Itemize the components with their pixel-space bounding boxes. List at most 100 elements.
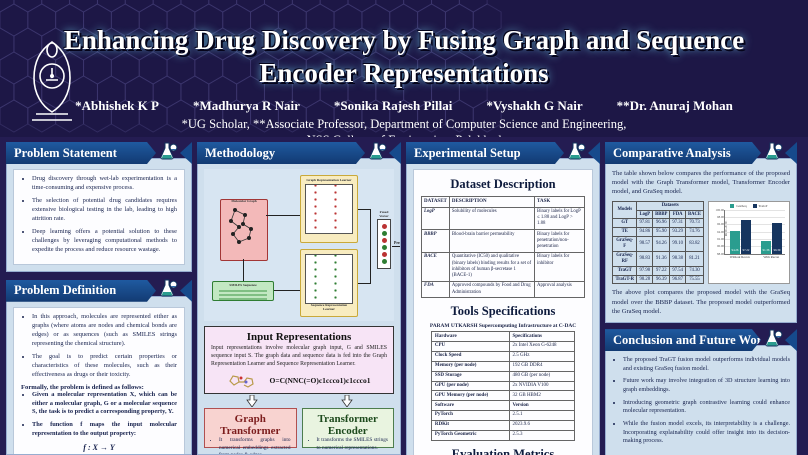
college-logo [26,36,78,129]
bullet-item: Drug discovery through wet-lab experimen… [32,175,177,193]
graph-transformer-bullets: It transforms graphs into numerical embe… [210,437,291,454]
problem-statement-card: Drug discovery through wet-lab experimen… [13,169,185,265]
chart-bar: 94.26 [730,230,740,254]
table-cell: 74.30 [684,265,705,276]
table-cell: LogP [421,206,450,231]
chart-y-axis-label: ROC-AUC [724,220,728,236]
y-tick-label: 96.00 [717,222,724,227]
bullet-item: Deep learning offers a potential solutio… [32,228,177,255]
input-representations-text: Input representations involve molecular … [211,345,387,367]
problem-statement-bullets: Drug discovery through wet-lab experimen… [21,175,177,255]
legend-label: TraGT [758,203,768,208]
section-header-problem-statement: Problem Statement [6,142,192,164]
gridline [725,238,785,240]
affiliation: *UG Scholar, **Associate Professor, Depa… [0,117,808,137]
table-cell: 32 GB HBM2 [508,390,576,402]
evaluation-metrics-title: Evaluation Metrics [451,446,555,455]
encoder-description-row: Graph Transformer It transforms graphs i… [204,408,394,454]
connector-line [266,215,300,216]
fused-dot [381,231,387,237]
bar-value-label: 91.36 [762,247,770,252]
table-cell: Clock Speed [430,351,510,362]
section-title: Comparative Analysis [605,142,761,164]
ribbon-arrow-icon [180,142,192,164]
fused-representation-box: Fused Vector [376,210,392,270]
bullet-item: While the fusion model excels, its inter… [623,420,790,446]
poster-title: Enhancing Drug Discovery by Fusing Graph… [0,0,808,90]
table-cell: SSD Storage [430,370,510,382]
graph-encoder-box: Graph Representation Learner [300,175,358,243]
bullet-item: Introducing geometric graph contrastive … [623,399,790,416]
problem-definition-panel: In this approach, molecules are represen… [6,295,192,455]
table-cell: 97.98 [636,265,654,276]
table-cell: 98.83 [636,250,654,267]
table-cell: Binary labels for inhibitor [534,251,585,282]
bullet-item: The proposed TraGT fusion model outperfo… [623,356,790,373]
graph-transformer-box: Graph Transformer It transforms graphs i… [204,408,297,454]
table-cell: PyTorch [430,410,510,421]
column-group-header: Datasets [636,200,704,211]
ribbon-arrow-icon [785,329,797,352]
table-cell: TraGT-R [611,274,638,285]
column-header: Specifications [508,331,576,343]
connector-line [358,283,370,284]
table-cell: 98.57 [636,236,654,252]
connector-line [392,246,400,247]
table-row: GPU Memory (per node)32 GB HBM2 [430,390,576,402]
table-cell: 192 GB DDR4 [508,360,576,372]
column-header: DESCRIPTION [448,196,536,208]
column-problem: Problem Statement Drug discovery through… [6,142,192,455]
column-methodology: Methodology Molecular Graph [197,142,401,455]
affiliation-line1: *UG Scholar, **Associate Professor, Depa… [181,116,627,131]
gridline [725,246,785,247]
author: *Madhurya R Nair [192,97,300,113]
ribbon-arrow-icon [785,142,797,164]
section-header-methodology: Methodology [197,142,401,164]
table-cell: 2023.9.6 [508,419,576,431]
transformer-encoder-title: Transformer Encoder [317,413,378,438]
problem-definition-bullets: In this approach, molecules are represen… [21,313,177,380]
table-cell: 2.5 GHz [508,351,576,362]
fused-dot [381,252,387,258]
problem-definition-card: In this approach, molecules are represen… [13,306,185,454]
comparative-analysis-panel: The table shown below compares the perfo… [605,158,797,324]
table-cell: GT [611,218,638,229]
legend-swatch [730,203,735,208]
bullet-item: The goal is to predict certain propertie… [32,353,177,380]
connector-line [274,290,300,291]
table-cell: 95.90 [652,227,671,238]
flask-icon [158,278,178,303]
fused-dot [381,259,387,265]
formal-definition-bullets: Given a molecular representation X, whic… [21,391,177,440]
sequence-encoding-dots [305,254,353,304]
section-header-experimental-setup: Experimental Setup [406,142,600,164]
x-category-label: With Recon [763,254,780,259]
row-group-header: Models [611,200,638,220]
legend-item: TraGT [752,203,768,208]
table-cell: BBBP [421,229,450,253]
tools-specifications-title: Tools Specifications [450,304,556,319]
chart-bar: 97.22 [741,219,751,254]
table-cell: 94.26 [652,236,671,252]
table-cell: Approved compounds by Food and Drug Admi… [448,280,536,299]
hexagon-pattern-background [0,0,502,133]
table-cell: GraSeq-F [611,236,638,252]
chart-bar: 91.36 [761,241,771,254]
molecule-structure-image [229,375,255,389]
problem-statement-panel: Drug discovery through wet-lab experimen… [6,158,192,272]
gridline [725,231,785,233]
table-cell: 2x NVIDIA V100 [508,380,576,392]
poster-body: Problem Statement Drug discovery through… [0,137,808,455]
table-cell: BACE [421,251,450,282]
